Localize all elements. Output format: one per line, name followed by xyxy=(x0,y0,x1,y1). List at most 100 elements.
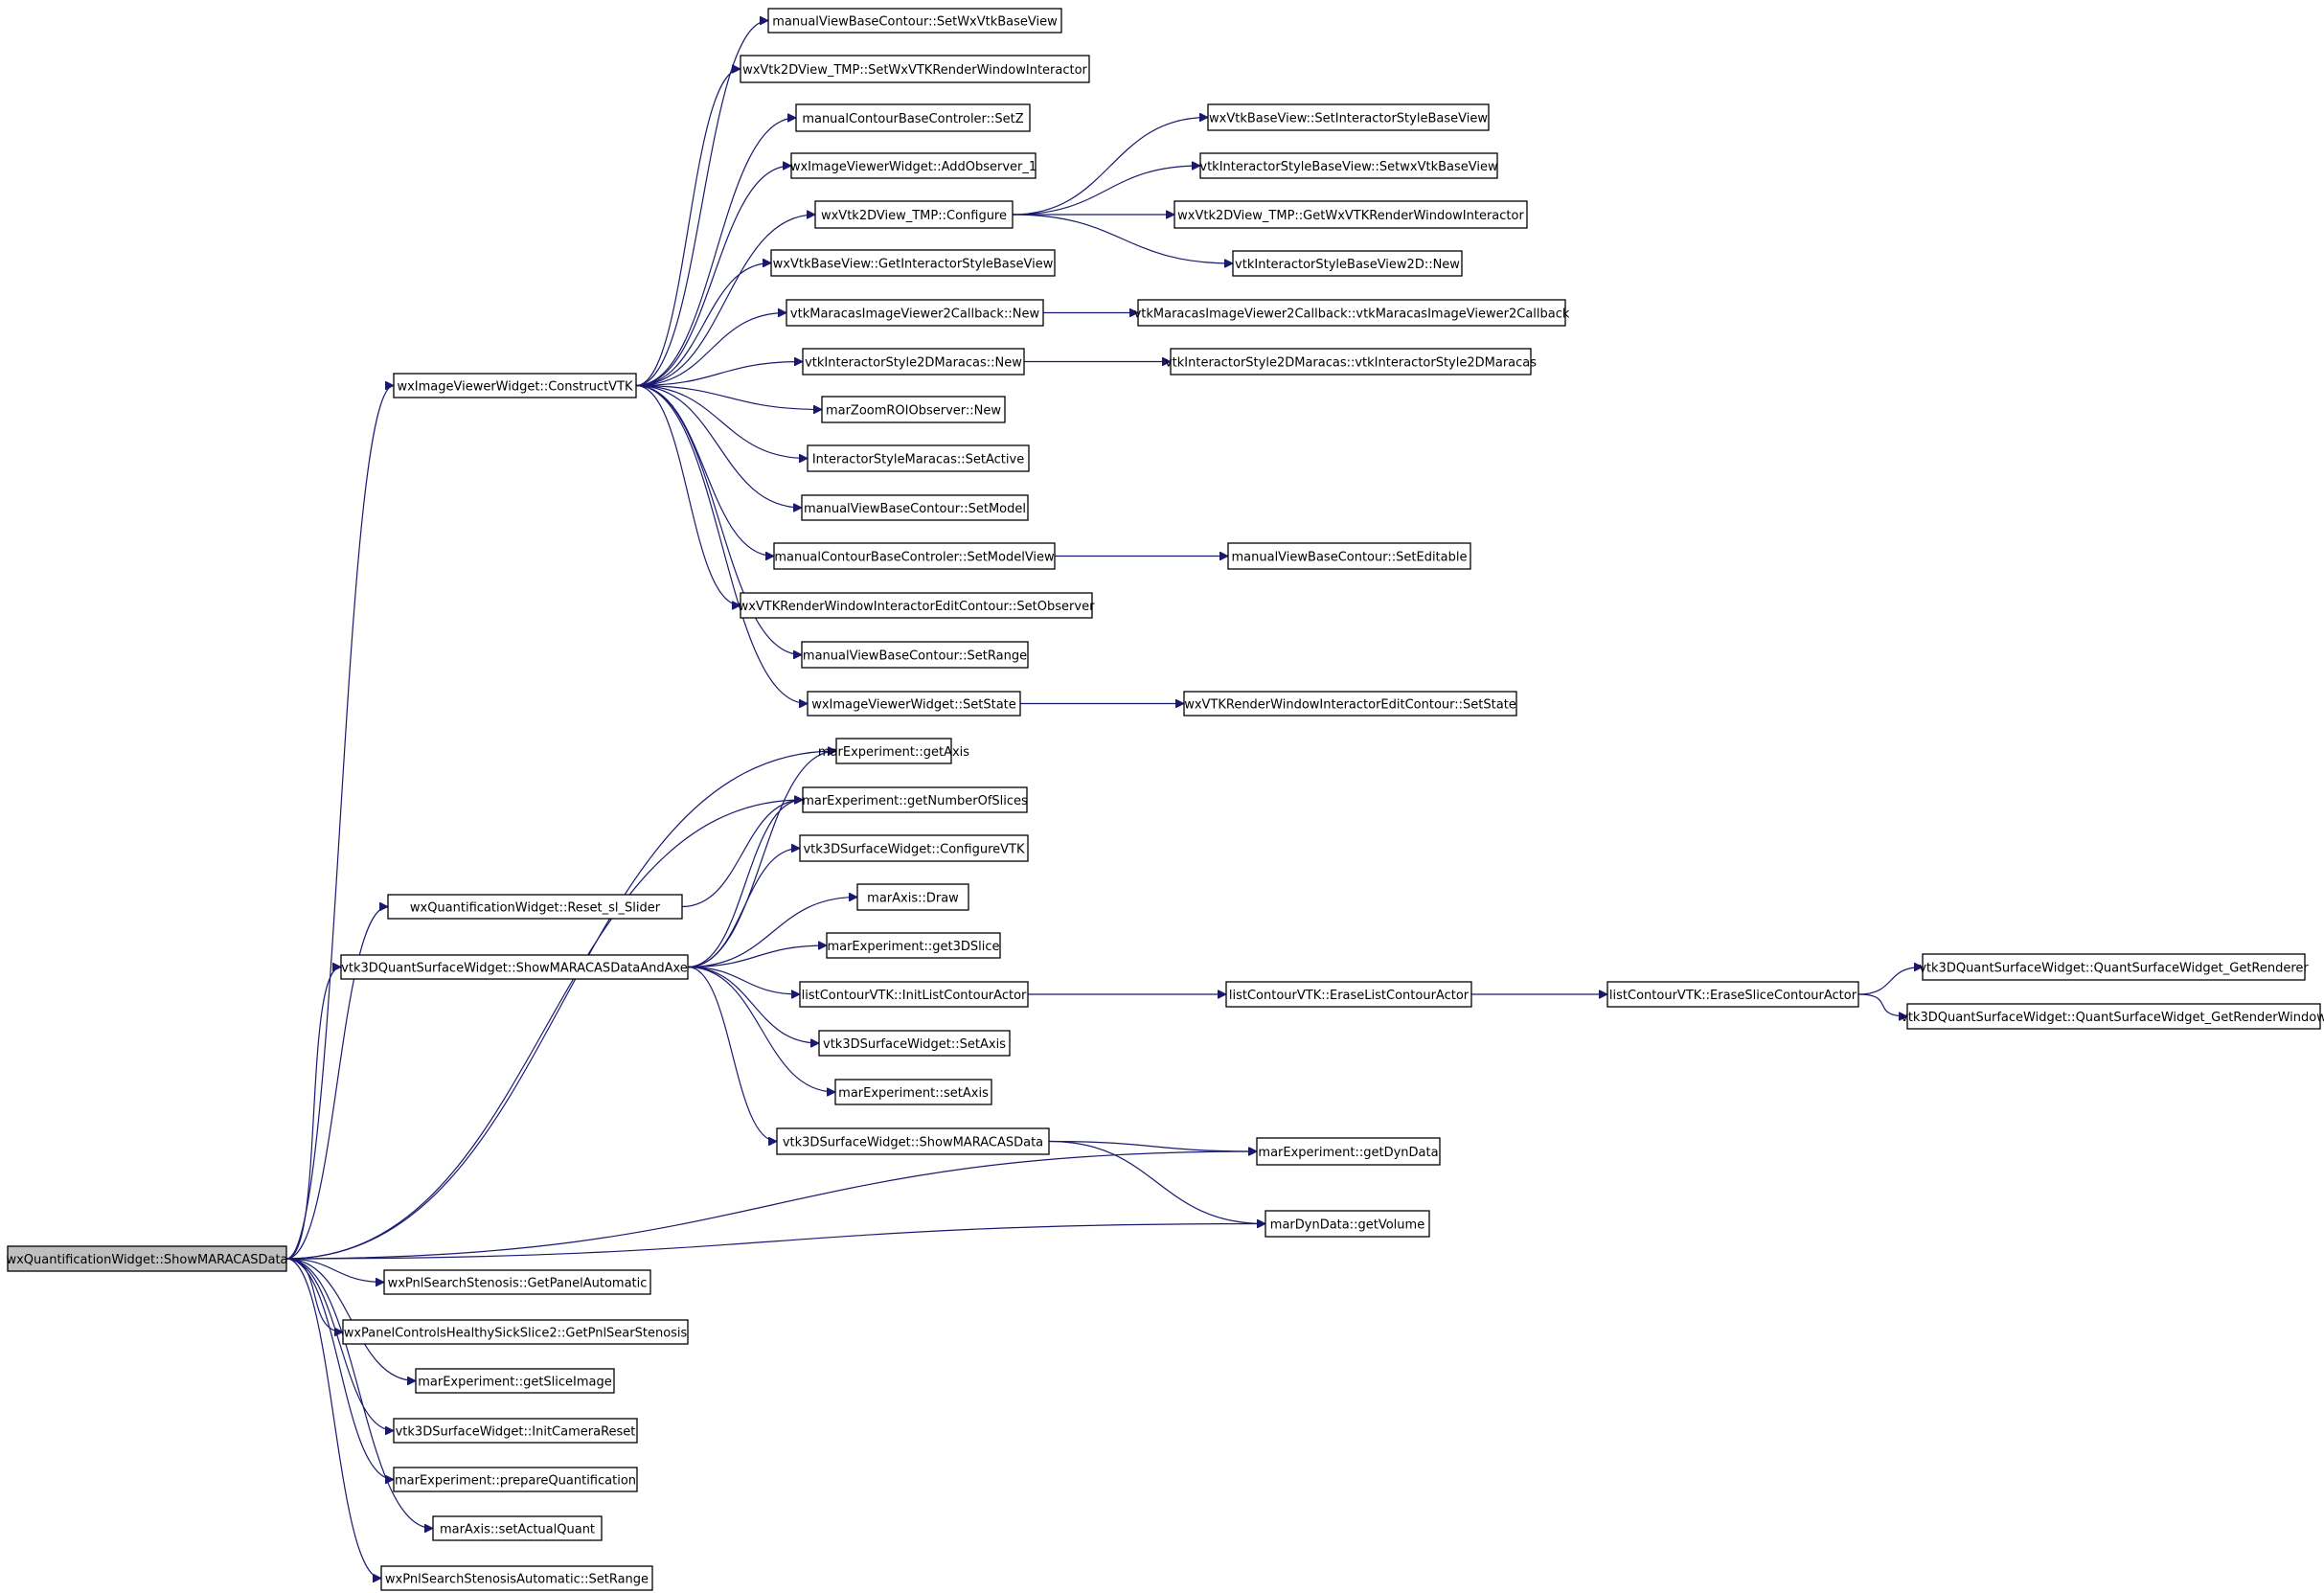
node-label: wxImageViewerWidget::SetState xyxy=(811,698,1016,713)
node-setActualQuant[interactable]: marAxis::setActualQuant xyxy=(432,1515,603,1541)
node-box xyxy=(821,396,1006,423)
node-box xyxy=(1606,981,1859,1008)
node-box xyxy=(801,494,1029,521)
node-eraseSlice[interactable]: listContourVTK::EraseSliceContourActor xyxy=(1606,981,1859,1008)
node-label: marExperiment::get3DSlice xyxy=(827,940,999,954)
edge-root-to-resetSlider xyxy=(285,907,388,1260)
node-label: marExperiment::getSliceImage xyxy=(418,1376,612,1390)
node-showMaracasSW[interactable]: vtk3DSurfaceWidget::ShowMARACASData xyxy=(776,1127,1050,1155)
node-box xyxy=(415,1368,615,1394)
node-prepareQuant[interactable]: marExperiment::prepareQuantification xyxy=(393,1467,638,1492)
node-getAxis[interactable]: marExperiment::getAxis xyxy=(818,738,969,764)
node-getRenderWindow[interactable]: vtk3DQuantSurfaceWidget::QuantSurfaceWid… xyxy=(1901,1003,2324,1030)
node-label: marExperiment::getNumberOfSlices xyxy=(802,794,1028,808)
edge-constructVTK-to-configure xyxy=(635,215,815,387)
node-getRenderer[interactable]: vtk3DQuantSurfaceWidget::QuantSurfaceWid… xyxy=(1919,953,2309,981)
node-zoomNew[interactable]: marZoomROIObserver::New xyxy=(821,396,1006,423)
node-eraseList[interactable]: listContourVTK::EraseListContourActor xyxy=(1225,981,1472,1008)
node-setISBV[interactable]: wxVtkBaseView::SetInteractorStyleBaseVie… xyxy=(1207,103,1490,131)
node-getPnlSear[interactable]: wxPanelControlsHealthySickSlice2::GetPnl… xyxy=(342,1319,689,1345)
node-getDynData[interactable]: marExperiment::getDynData xyxy=(1256,1137,1441,1166)
node-addObserver[interactable]: wxImageViewerWidget::AddObserver_1 xyxy=(790,152,1037,179)
node-configureVTK[interactable]: vtk3DSurfaceWidget::ConfigureVTK xyxy=(799,834,1029,862)
node-rwiSetState[interactable]: wxVTKRenderWindowInteractorEditContour::… xyxy=(1183,691,1517,717)
node-constructVTK[interactable]: wxImageViewerWidget::ConstructVTK xyxy=(393,373,637,398)
node-setAxisSW[interactable]: vtk3DSurfaceWidget::SetAxis xyxy=(818,1030,1011,1057)
node-label: vtkMaracasImageViewer2Callback::New xyxy=(790,307,1040,322)
node-getVolume[interactable]: marDynData::getVolume xyxy=(1265,1210,1430,1238)
node-getNumSlices[interactable]: marExperiment::getNumberOfSlices xyxy=(802,786,1028,813)
node-setWxVTKRWI[interactable]: wxVtk2DView_TMP::SetWxVTKRenderWindowInt… xyxy=(740,55,1090,83)
node-label: vtkInteractorStyle2DMaracas::vtkInteract… xyxy=(1165,356,1537,371)
node-mivNew[interactable]: vtkMaracasImageViewer2Callback::New xyxy=(786,299,1044,327)
node-setwxVtkBV[interactable]: vtkInteractorStyleBaseView::SetwxVtkBase… xyxy=(1199,152,1498,179)
node-box xyxy=(393,1467,638,1492)
node-initListContour[interactable]: listContourVTK::InitListContourActor xyxy=(799,981,1029,1008)
node-box xyxy=(802,786,1028,813)
node-setObserver[interactable]: wxVTKRenderWindowInteractorEditContour::… xyxy=(739,592,1095,619)
node-setModelView[interactable]: manualContourBaseControler::SetModelView xyxy=(773,542,1056,570)
node-resetSlider[interactable]: wxQuantificationWidget::Reset_sl_Slider xyxy=(387,894,683,920)
node-label: manualViewBaseContour::SetWxVtkBaseView xyxy=(772,15,1058,30)
node-label: InteractorStyleMaracas::SetActive xyxy=(812,453,1024,467)
node-box xyxy=(835,738,952,764)
node-setAxisME[interactable]: marExperiment::setAxis xyxy=(834,1079,992,1105)
node-label: wxVTKRenderWindowInteractorEditContour::… xyxy=(739,600,1095,614)
node-setRangeMVBC[interactable]: manualViewBaseContour::SetRange xyxy=(801,641,1029,669)
node-getWxVTKRWI[interactable]: wxVtk2DView_TMP::GetWxVTKRenderWindowInt… xyxy=(1173,200,1528,229)
node-box xyxy=(1906,1003,2321,1030)
node-box xyxy=(740,55,1090,83)
node-mivCtor[interactable]: vtkMaracasImageViewer2Callback::vtkMarac… xyxy=(1134,299,1570,327)
node-getPanelAutomatic[interactable]: wxPnlSearchStenosis::GetPanelAutomatic xyxy=(383,1269,651,1295)
node-label: wxVtk2DView_TMP::GetWxVTKRenderWindowInt… xyxy=(1177,209,1524,223)
node-getISBV[interactable]: wxVtkBaseView::GetInteractorStyleBaseVie… xyxy=(770,249,1056,277)
node-box xyxy=(342,1319,689,1345)
edge-constructVTK-to-setWxVtkBaseView xyxy=(635,21,768,387)
edge-showMaracasSW-to-getDynData xyxy=(1048,1140,1257,1152)
node-initCamera[interactable]: vtk3DSurfaceWidget::InitCameraReset xyxy=(393,1418,638,1444)
node-label: wxImageViewerWidget::ConstructVTK xyxy=(397,380,633,395)
node-box xyxy=(856,883,969,911)
node-box xyxy=(1922,953,2306,981)
edge-constructVTK-to-setRangeMVBC xyxy=(635,384,802,655)
node-box xyxy=(802,348,1025,375)
node-root[interactable]: wxQuantificationWidget::ShowMARACASData xyxy=(6,1245,288,1272)
edge-root-to-initCamera xyxy=(285,1258,394,1431)
node-setState[interactable]: wxImageViewerWidget::SetState xyxy=(807,691,1021,717)
node-setEditable[interactable]: manualViewBaseContour::SetEditable xyxy=(1227,542,1471,570)
node-label: wxQuantificationWidget::ShowMARACASData xyxy=(6,1253,287,1267)
node-configure[interactable]: wxVtk2DView_TMP::Configure xyxy=(814,200,1014,229)
node-setRangeAuto[interactable]: wxPnlSearchStenosisAutomatic::SetRange xyxy=(380,1565,653,1591)
node-label: manualViewBaseContour::SetRange xyxy=(803,649,1027,664)
node-box xyxy=(393,373,637,398)
edge-root-to-getDynData xyxy=(285,1151,1257,1260)
node-showAxe[interactable]: vtk3DQuantSurfaceWidget::ShowMARACASData… xyxy=(340,954,689,980)
node-label: vtk3DQuantSurfaceWidget::ShowMARACASData… xyxy=(341,962,688,976)
edge-configure-to-isbv2dNew xyxy=(1012,214,1233,263)
node-layer: wxQuantificationWidget::ShowMARACASDataw… xyxy=(6,8,2324,1591)
node-box xyxy=(387,894,683,920)
edge-eraseSlice-to-getRenderer xyxy=(1857,967,1923,995)
node-setZ[interactable]: manualContourBaseControler::SetZ xyxy=(795,103,1031,132)
node-isbv2dNew[interactable]: vtkInteractorStyleBaseView2D::New xyxy=(1232,250,1463,277)
node-box xyxy=(1183,691,1517,717)
node-getSliceImage[interactable]: marExperiment::getSliceImage xyxy=(415,1368,615,1394)
node-label: manualViewBaseContour::SetModel xyxy=(804,502,1026,516)
node-axisDraw[interactable]: marAxis::Draw xyxy=(856,883,969,911)
node-is2dmCtor[interactable]: vtkInteractorStyle2DMaracas::vtkInteract… xyxy=(1165,348,1537,375)
node-get3DSlice[interactable]: marExperiment::get3DSlice xyxy=(826,932,1001,959)
node-label: wxQuantificationWidget::Reset_sl_Slider xyxy=(410,901,661,916)
edge-root-to-prepareQuant xyxy=(285,1258,394,1480)
node-label: marAxis::Draw xyxy=(867,892,959,906)
node-setWxVtkBaseView[interactable]: manualViewBaseContour::SetWxVtkBaseView xyxy=(767,8,1062,34)
node-is2dmNew[interactable]: vtkInteractorStyle2DMaracas::New xyxy=(802,348,1025,375)
edge-showAxe-to-setAxisSW xyxy=(687,966,819,1044)
node-box xyxy=(799,981,1029,1008)
edge-constructVTK-to-zoomNew xyxy=(635,384,822,410)
node-box xyxy=(790,152,1037,179)
node-setActive[interactable]: InteractorStyleMaracas::SetActive xyxy=(807,444,1030,472)
node-setModel[interactable]: manualViewBaseContour::SetModel xyxy=(801,494,1029,521)
node-box xyxy=(740,592,1093,619)
node-box xyxy=(826,932,1001,959)
